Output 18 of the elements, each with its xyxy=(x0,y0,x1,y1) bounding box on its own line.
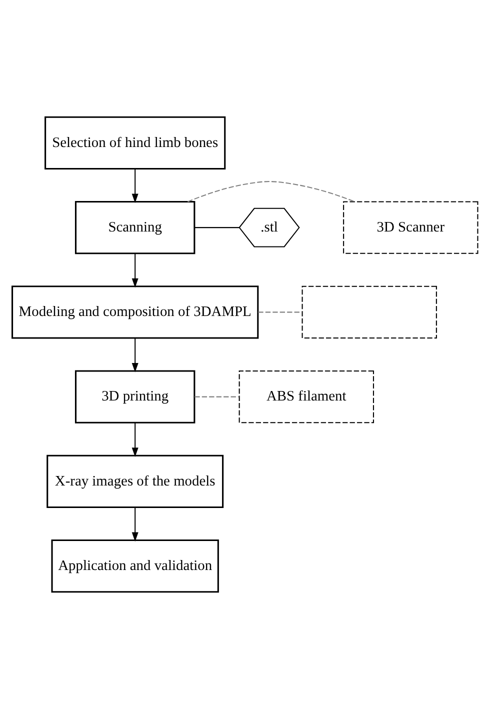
connector xyxy=(194,226,240,228)
arrow xyxy=(132,506,138,542)
node-box: Selection of hind limb bones xyxy=(44,116,226,169)
node-box: 3D printing xyxy=(74,370,196,423)
node-box xyxy=(302,285,437,338)
node-box: ABS filament xyxy=(238,370,374,423)
connector xyxy=(188,180,355,202)
arrow xyxy=(132,168,138,203)
node-box: 3D Scanner xyxy=(343,200,478,254)
arrow xyxy=(132,252,138,288)
connector xyxy=(258,311,302,312)
node-box: Modeling and composition of 3DAMPL xyxy=(12,285,259,338)
node-box: Application and validation xyxy=(51,539,219,592)
arrow xyxy=(132,337,138,372)
node-box: Scanning xyxy=(74,200,196,254)
arrow xyxy=(132,422,138,456)
connector xyxy=(194,396,240,397)
node-box: X-ray images of the models xyxy=(46,454,224,508)
